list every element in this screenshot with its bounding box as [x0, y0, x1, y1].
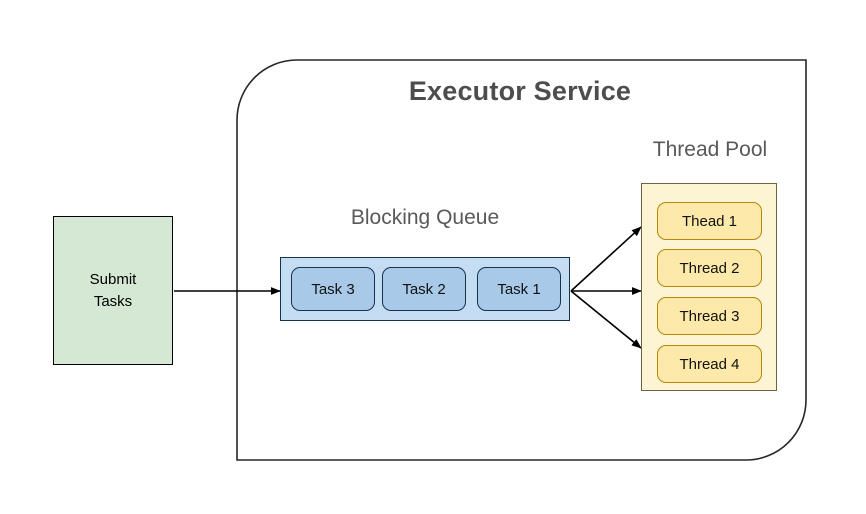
blocking-queue-container[interactable]: Task 3 Task 2 Task 1 — [280, 257, 570, 321]
thread-box[interactable]: Thead 1 — [657, 202, 762, 240]
thread-box[interactable]: Thread 2 — [657, 249, 762, 287]
task-box[interactable]: Task 3 — [291, 267, 375, 311]
submit-tasks-label-line2: Tasks — [93, 292, 133, 310]
blocking-queue-title: Blocking Queue — [350, 206, 500, 229]
thread-box[interactable]: Thread 4 — [657, 345, 762, 383]
submit-tasks-box[interactable]: Submit Tasks — [53, 216, 173, 365]
connector-queue-to-thread-top — [570, 226, 642, 292]
thread-pool-title: Thread Pool — [652, 138, 768, 161]
thread-box[interactable]: Thread 3 — [657, 297, 762, 335]
connector-queue-to-thread-bottom — [570, 290, 642, 349]
task-box[interactable]: Task 2 — [382, 267, 466, 311]
executor-service-title: Executor Service — [408, 76, 632, 106]
submit-tasks-label-line1: Submit — [89, 270, 137, 288]
submit-tasks-label: Submit Tasks — [90, 269, 137, 313]
task-box[interactable]: Task 1 — [477, 267, 561, 311]
thread-pool-container[interactable]: Thead 1 Thread 2 Thread 3 Thread 4 — [641, 183, 777, 391]
